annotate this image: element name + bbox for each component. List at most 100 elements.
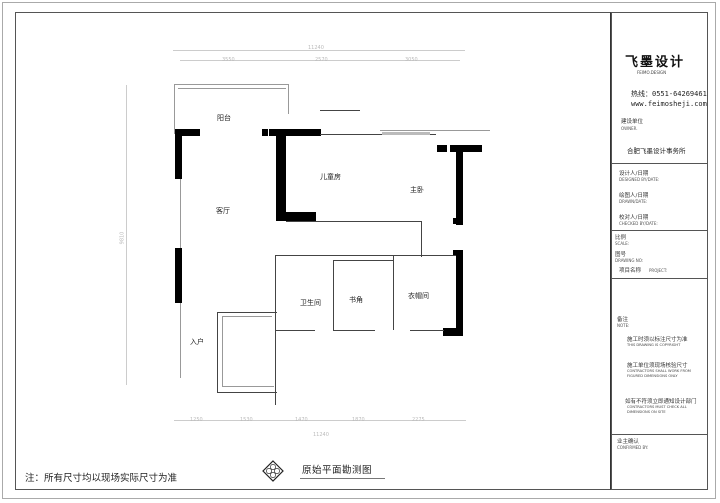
drawing-title: 原始平面勘测图 [302,465,373,476]
wall [276,212,316,221]
title-block: 飞墨设计 FEIMO.DESIGN 热线：0551-64269461 www.f… [610,12,708,490]
hotline: 热线：0551-64269461 [631,90,707,98]
dimension-bottom-5: 2275 [412,417,425,423]
client-label: 建设单位 [621,119,644,125]
field-designer-en: DESIGNED BY/DATE: [619,177,660,182]
field-drawn-en: DRAWN/DATE: [619,199,648,204]
sheet-outer-border [2,2,716,499]
dimension-top-2: 2570 [315,57,328,63]
wall [453,218,463,224]
field-checked: 校对人/日期 [619,215,649,221]
note-3-en: CONTRACTORS MUST CHECK ALL DIMENSIONS ON… [627,405,687,414]
entrance-outline [222,316,272,317]
window [380,130,490,131]
partition [275,330,315,331]
firm-name: 合肥飞墨设计事务所 [627,147,686,155]
entrance-outline [217,312,218,392]
window [180,179,181,248]
wall [456,250,463,336]
room-study: 书角 [349,296,363,304]
room-master-bedroom: 主卧 [410,186,424,194]
field-drawn: 绘图人/日期 [619,193,649,199]
notes-label: 备注 [617,317,629,323]
wall [175,129,182,179]
wall [269,129,321,136]
wall [456,145,463,225]
room-walk-in-closet: 衣帽间 [408,292,429,300]
field-designer: 设计人/日期 [619,171,649,177]
field-checked-en: CHECKED BY/DATE: [619,221,658,226]
wall [437,145,447,152]
balcony-rail [174,84,289,85]
divider [611,434,707,435]
wall [450,145,482,152]
balcony-rail [178,88,286,89]
footer-note: 注：所有尺寸均以现场实际尺寸为准 [25,473,178,484]
partition [333,260,393,261]
note-1-en: THIS DRAWING IS COPYRIGHT [627,343,681,347]
entrance-outline [217,392,277,393]
room-kids-room: 儿童房 [320,173,341,181]
dimension-top-total: 11240 [308,45,324,51]
brand-subtitle: FEIMO.DESIGN [637,70,667,75]
room-entrance: 入户 [190,338,204,346]
dimension-bottom-2: 1530 [240,417,253,423]
dimension-line [173,50,465,51]
website: www.feimosheji.com [631,100,707,108]
dimension-bottom-3: 1470 [295,417,308,423]
field-project: 项目名称 [619,268,642,274]
wall-thin [180,303,181,378]
balcony-rail [174,84,175,134]
partition [333,260,334,330]
dimension-bottom-1: 1250 [190,417,203,423]
dimension-top-1: 3550 [222,57,235,63]
divider [611,230,707,231]
room-bathroom: 卫生间 [300,299,321,307]
window [320,134,436,135]
dimension-line [174,420,466,421]
drawing-border [15,12,612,490]
field-scale: 比例 [615,235,627,241]
confirm-label-en: CONFIRMED BY: [617,445,649,450]
partition [421,221,422,257]
wall [262,129,268,136]
entrance-outline [217,312,277,313]
partition [333,330,375,331]
partition [410,330,444,331]
note-3: 如有不符须立即通知设计部门 [625,399,697,405]
dimension-bottom-total: 11240 [313,432,329,438]
partition [393,256,394,330]
note-2-en: CONTRACTORS SHALL WORK FROM FIGURED DIME… [627,369,691,378]
wall [276,129,286,221]
wall [175,129,200,136]
dimension-left-total: 9810 [119,231,126,245]
window [382,132,430,135]
compass-icon [262,460,284,482]
dimension-bottom-4: 1870 [352,417,365,423]
wall [175,248,182,303]
client-label-en: OWNER. [621,126,638,131]
field-drawing-no-en: DRAWING NO: [615,258,644,263]
partition [276,255,456,256]
wall [443,328,463,336]
notes-label-en: NOTE: [617,323,630,328]
partition [286,221,421,222]
entrance-outline [222,316,223,386]
room-balcony: 阳台 [217,114,231,122]
entrance-outline [222,386,274,387]
dimension-top-3: 3050 [405,57,418,63]
balcony-rail [288,84,289,114]
note-1: 施工时须以标注尺寸为准 [627,337,688,343]
field-scale-en: SCALE: [615,241,630,246]
field-project-en: PROJECT: [649,268,668,273]
title-underline [300,478,385,479]
divider [611,163,707,164]
dimension-line [180,60,460,61]
divider [611,278,707,279]
room-living-room: 客厅 [216,207,230,215]
confirm-label: 业主确认 [617,439,640,445]
dimension-line [126,85,127,385]
brand-name: 飞墨设计 [625,55,686,70]
window [320,110,360,111]
note-2: 施工单位须现场核验尺寸 [627,363,688,369]
